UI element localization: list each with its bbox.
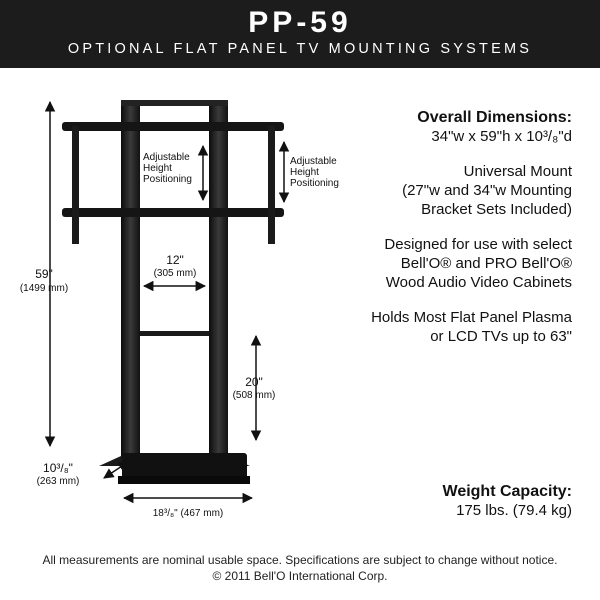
height-mm: (1499 mm) (20, 283, 68, 294)
universal-line-1: Universal Mount (463, 163, 572, 180)
upper-mount-rail (62, 122, 284, 131)
footer-copyright: © 2011 Bell'O International Corp. (212, 569, 388, 583)
left-bracket-arm (72, 126, 79, 244)
shelf-in: 20" (245, 375, 263, 389)
height-in: 59" (35, 267, 53, 281)
designed-line-2: Bell'O® and PRO Bell'O® (400, 255, 572, 272)
left-post (121, 100, 140, 456)
adjust-left-label-2: Height (143, 163, 172, 174)
overall-dimensions: Overall Dimensions: 34"w x 59"h x 10³/₈"… (322, 108, 572, 146)
right-bracket-arm (268, 126, 275, 244)
overall-value: 34"w x 59"h x 10³/₈"d (431, 128, 572, 145)
top-crossbar (121, 100, 228, 106)
holds-line-2: or LCD TVs up to 63" (430, 328, 572, 345)
base-width-label: 18³/₈" (467 mm) (153, 508, 224, 519)
depth-in: 10³/₈" (43, 461, 73, 475)
universal-line-2: (27"w and 34"w Mounting (402, 182, 572, 199)
spec-list: Overall Dimensions: 34"w x 59"h x 10³/₈"… (322, 108, 572, 362)
universal-line-3: Bracket Sets Included) (421, 201, 572, 218)
depth-mm: (263 mm) (37, 476, 80, 487)
width-mm: (305 mm) (154, 268, 197, 279)
weight-value: 175 lbs. (79.4 kg) (456, 502, 572, 519)
adjust-left-label-3: Positioning (143, 174, 192, 185)
holds-tvs: Holds Most Flat Panel Plasma or LCD TVs … (322, 308, 572, 346)
footer: All measurements are nominal usable spac… (0, 552, 600, 584)
adjust-right-label-2: Height (290, 167, 319, 178)
lower-mount-rail (62, 208, 284, 217)
universal-mount: Universal Mount (27"w and 34"w Mounting … (322, 162, 572, 219)
shelf-mm: (508 mm) (233, 390, 276, 401)
overall-heading: Overall Dimensions: (417, 109, 572, 126)
weight-capacity: Weight Capacity: 175 lbs. (79.4 kg) (372, 482, 573, 520)
right-post (209, 100, 228, 456)
adjust-left-label-1: Adjustable (143, 152, 190, 163)
base-bottom (118, 476, 250, 484)
designed-line-1: Designed for use with select (384, 236, 572, 253)
footer-disclaimer: All measurements are nominal usable spac… (42, 553, 558, 567)
stand-diagram: 59" (1499 mm) Adjustable Height Position… (20, 100, 339, 519)
shelf-crossbar (140, 331, 209, 336)
width-in: 12" (166, 253, 184, 267)
base-plate (122, 453, 247, 481)
banner-subtitle: OPTIONAL FLAT PANEL TV MOUNTING SYSTEMS (67, 41, 533, 57)
designed-line-3: Wood Audio Video Cabinets (385, 274, 572, 291)
adjust-right-label-3: Positioning (290, 178, 339, 189)
designed-for: Designed for use with select Bell'O® and… (322, 235, 572, 292)
weight-heading: Weight Capacity: (442, 483, 573, 500)
holds-line-1: Holds Most Flat Panel Plasma (371, 309, 572, 326)
title-banner: PP-59 OPTIONAL FLAT PANEL TV MOUNTING SY… (0, 0, 600, 68)
model-title: PP-59 (248, 6, 352, 39)
depth-dimension-line (103, 461, 129, 479)
adjust-right-label-1: Adjustable (290, 156, 337, 167)
